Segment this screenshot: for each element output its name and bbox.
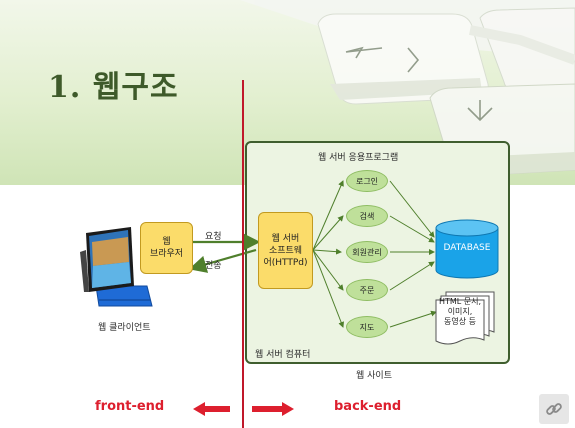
front-end-label: front-end bbox=[95, 399, 165, 414]
module-login: 로그인 bbox=[346, 170, 388, 192]
tablet-icon bbox=[80, 227, 153, 307]
web-site-label: 웹 사이트 bbox=[356, 371, 392, 381]
database-cylinder-icon bbox=[435, 219, 499, 279]
response-label: 전송 bbox=[205, 261, 222, 271]
module-map: 지도 bbox=[346, 316, 388, 338]
module-member-management: 회원관리 bbox=[346, 241, 388, 263]
link-icon bbox=[546, 403, 562, 415]
web-server-computer-label: 웹 서버 컴퓨터 bbox=[255, 350, 311, 360]
document-stack-icon bbox=[435, 291, 495, 345]
web-client-label: 웹 클라이언트 bbox=[98, 323, 151, 333]
request-label: 요청 bbox=[205, 232, 222, 242]
web-server-software-box: 웹 서버 소프트웨 어(HTTPd) bbox=[258, 212, 313, 289]
back-end-label: back-end bbox=[334, 399, 402, 414]
module-order: 주문 bbox=[346, 279, 388, 301]
back-end-arrow bbox=[252, 402, 294, 416]
slide-title: 1. 웹구조 bbox=[48, 70, 179, 105]
web-server-app-label: 웹 서버 응용프로그램 bbox=[318, 153, 399, 163]
web-browser-box: 웹 브라우저 bbox=[140, 222, 193, 274]
documents-label: HTML 문서, 이미지, 동영상 등 bbox=[438, 297, 482, 326]
link-button[interactable] bbox=[539, 394, 569, 424]
front-back-divider bbox=[242, 80, 244, 428]
module-search: 검색 bbox=[346, 205, 388, 227]
database-label: DATABASE bbox=[443, 243, 491, 253]
front-end-arrow bbox=[193, 402, 230, 416]
